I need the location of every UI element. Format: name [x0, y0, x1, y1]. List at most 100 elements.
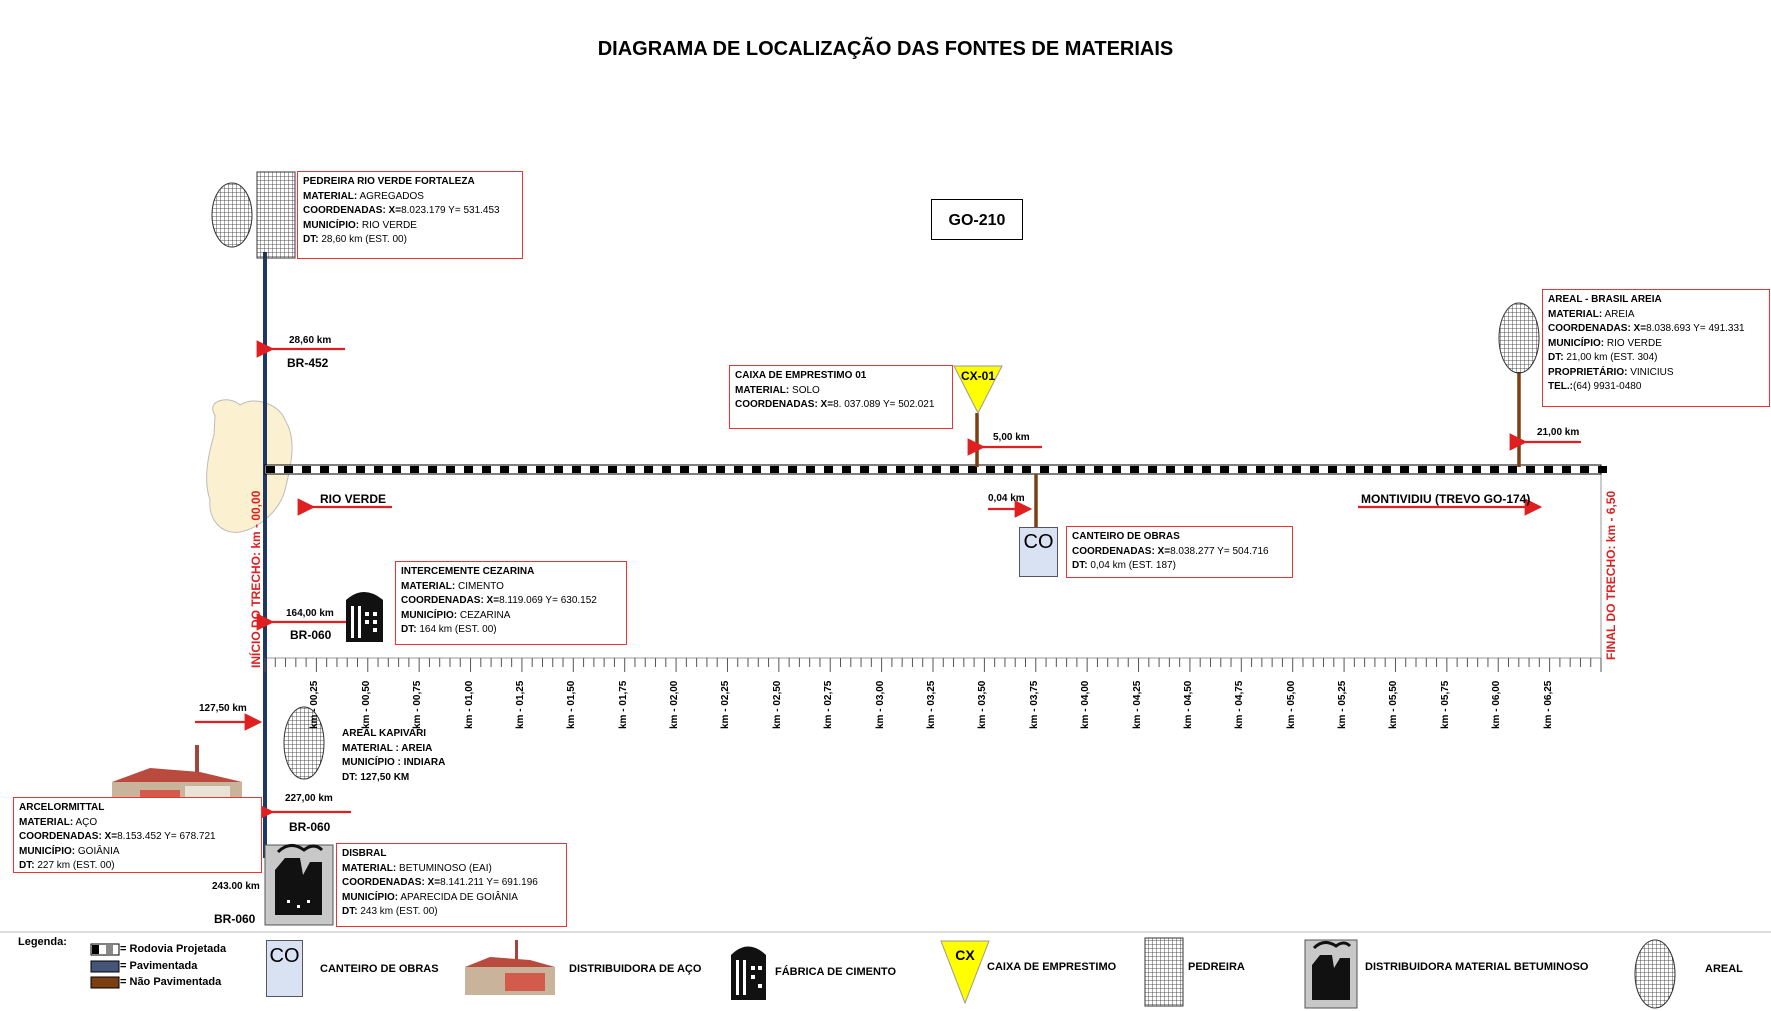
phone-value: (64) 9931-0480	[1573, 381, 1642, 392]
material-value: AÇO	[75, 816, 98, 828]
field-label: MUNICÍPIO:	[303, 219, 360, 231]
km-tick-marks	[264, 658, 1602, 672]
km-tick-label: km - 03,25	[926, 680, 937, 729]
municipio-value: GOIÂNIA	[77, 845, 120, 857]
pedreira-icon	[211, 171, 296, 259]
km-tick-label: km - 02,75	[823, 680, 835, 729]
legend-areal-label: AREAL	[1705, 963, 1743, 975]
km-tick-label: km - 02,00	[669, 680, 681, 729]
road-check	[1058, 466, 1067, 473]
road-check	[1292, 466, 1301, 473]
material-value: SOLO	[792, 384, 820, 396]
road-check	[1310, 466, 1319, 473]
road-check	[968, 466, 977, 473]
cx-01-marker-label: CX-01	[960, 369, 995, 383]
field-label: MATERIAL:	[1548, 308, 1603, 320]
road-check	[500, 466, 509, 473]
road-check	[536, 466, 545, 473]
distance-label: 164,00 km	[286, 608, 334, 619]
road-check	[950, 466, 959, 473]
legend-pedreira-label: PEDREIRA	[1188, 961, 1245, 973]
road-check	[644, 466, 653, 473]
distance-label: 21,00 km	[1537, 427, 1580, 438]
road-check	[464, 466, 473, 473]
road-check	[1562, 466, 1571, 473]
areal-icon	[1498, 302, 1540, 374]
road-check	[698, 466, 707, 473]
source-name: CAIXA DE EMPRESTIMO 01	[735, 370, 867, 381]
field-label: MATERIAL:	[401, 580, 456, 592]
legend-road-samples	[90, 943, 120, 989]
field-label: COORDENADAS: X=	[342, 877, 441, 888]
field-label: COORDENADAS: X=	[1548, 323, 1647, 334]
road-check	[1490, 466, 1499, 473]
coords-value: 8. 037.089 Y= 502.021	[833, 399, 935, 410]
km-tick-label: km - 03,75	[1028, 680, 1040, 729]
road-check	[338, 466, 347, 473]
material-value: CIMENTO	[458, 580, 504, 592]
legend-road-label: Pavimentada	[129, 960, 198, 972]
caixa-emprestimo-info-box: CAIXA DE EMPRESTIMO 01 MATERIAL: SOLO CO…	[729, 365, 953, 429]
road-check	[788, 466, 797, 473]
road-check	[1130, 466, 1139, 473]
km-tick-label: km - 05,25	[1337, 680, 1349, 729]
disbral-info-box: DISBRAL MATERIAL: BETUMINOSO (EAI) COORD…	[336, 843, 567, 927]
km-tick-label: km - 05,50	[1388, 680, 1400, 729]
road-check	[1076, 466, 1085, 473]
legend-betuminoso-label: DISTRIBUIDORA MATERIAL BETUMINOSO	[1365, 961, 1589, 973]
km-tick-label: km - 03,00	[874, 680, 886, 729]
owner-value: VINICIUS	[1630, 366, 1674, 378]
legend-areal-icon	[1634, 939, 1676, 1009]
source-name: ARCELORMITTAL	[19, 802, 105, 813]
legend-road-label: Não Pavimentada	[129, 976, 222, 988]
coords-value: 8.119.069 Y= 630.152	[499, 595, 597, 606]
canteiro-icon: CO	[1019, 527, 1058, 577]
road-check	[824, 466, 833, 473]
field-label: DT:	[19, 860, 35, 871]
coords-value: 8.153.452 Y= 678.721	[117, 831, 216, 842]
road-check	[1418, 466, 1427, 473]
road-check	[1364, 466, 1373, 473]
road-check	[860, 466, 869, 473]
field-label: DT:	[401, 624, 417, 635]
legend-pedreira-icon	[1144, 937, 1184, 1007]
km-tick-label: km - 01,75	[617, 680, 629, 729]
highway-label: BR-060	[289, 820, 331, 834]
km-tick-label: km - 00,75	[412, 680, 424, 729]
field-label: COORDENADAS: X=	[19, 831, 118, 842]
dt-value: 243 km (EST. 00)	[360, 906, 438, 917]
legend-cimento-label: FÁBRICA DE CIMENTO	[775, 966, 896, 978]
road-check	[302, 466, 311, 473]
source-name: PEDREIRA RIO VERDE FORTALEZA	[303, 176, 475, 187]
arcelormittal-info-box: ARCELORMITTAL MATERIAL: AÇO COORDENADAS:…	[13, 797, 262, 873]
distance-label: 5,00 km	[993, 432, 1030, 443]
road-check	[1580, 466, 1589, 473]
source-name: INTERCEMENTE CEZARINA	[401, 566, 535, 577]
field-label: MUNICÍPIO:	[342, 891, 399, 903]
distance-label: 227,00 km	[285, 793, 333, 804]
areal-brasil-info-box: AREAL - BRASIL AREIA MATERIAL: AREIA COO…	[1542, 289, 1770, 407]
road-check	[716, 466, 725, 473]
road-check	[392, 466, 401, 473]
diagram-title: DIAGRAMA DE LOCALIZAÇÃO DAS FONTES DE MA…	[597, 38, 1174, 60]
highway-label: BR-452	[287, 356, 329, 370]
legend-steel-icon	[465, 940, 555, 995]
legend-road-label: Rodovia Projetada	[129, 943, 227, 955]
field-label: MUNICÍPIO:	[401, 609, 458, 621]
distance-label: 0,04 km	[988, 493, 1025, 504]
cement-factory-icon	[346, 592, 383, 642]
projected-road-go-210	[264, 464, 1607, 475]
road-check	[374, 466, 383, 473]
direction-montividiu: MONTIVIDIU (TREVO GO-174)	[1361, 492, 1531, 506]
road-check	[356, 466, 365, 473]
legend-road-projetada: = Rodovia Projetada	[120, 943, 226, 955]
road-check	[752, 466, 761, 473]
legend-eq: =	[120, 976, 127, 988]
legend-caixa-label: CAIXA DE EMPRESTIMO	[987, 961, 1117, 973]
road-check	[1598, 466, 1607, 473]
legend-bitumen-icon	[1304, 939, 1358, 1009]
municipio-value: APARECIDA DE GOIÂNIA	[400, 891, 518, 903]
coords-value: 8.038.277 Y= 504.716	[1170, 545, 1269, 557]
km-tick-label: km - 02,50	[771, 680, 783, 729]
road-check	[1040, 466, 1049, 473]
